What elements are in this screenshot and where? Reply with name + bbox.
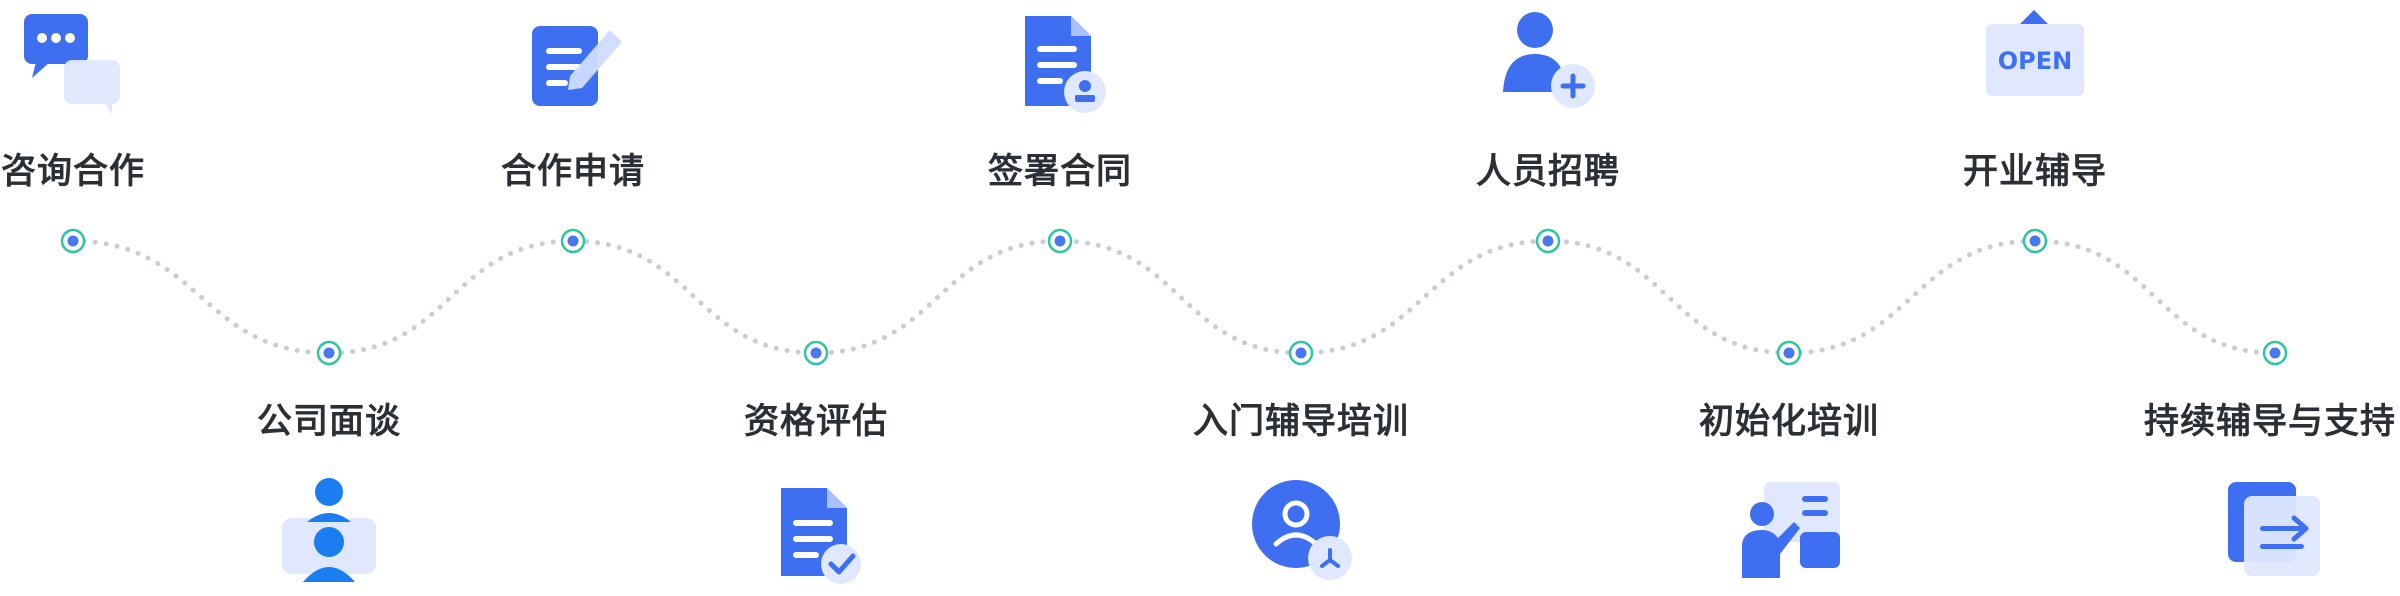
add-user-icon bbox=[1493, 6, 1603, 116]
step-label: 入门辅导培训 bbox=[1192, 402, 1410, 442]
open-sign-icon: OPEN bbox=[1980, 6, 2090, 116]
step-label: 合作申请 bbox=[500, 152, 646, 192]
timeline-node-dot bbox=[1288, 340, 1314, 366]
step-label: 公司面谈 bbox=[256, 402, 402, 442]
timeline-node-dot bbox=[560, 228, 586, 254]
step-label: 人员招聘 bbox=[1475, 152, 1621, 192]
timeline-node-dot bbox=[2262, 340, 2288, 366]
timeline-node-dot bbox=[60, 228, 86, 254]
document-check-icon bbox=[761, 474, 871, 584]
dotted-wave-path bbox=[70, 238, 2278, 356]
support-arrow-icon bbox=[2220, 474, 2330, 584]
chat-bubbles-icon bbox=[18, 6, 128, 116]
step-label: 开业辅导 bbox=[1962, 152, 2108, 192]
step-label: 初始化培训 bbox=[1698, 402, 1880, 442]
timeline-node-dot bbox=[1535, 228, 1561, 254]
interview-people-icon bbox=[274, 474, 384, 584]
timeline-node-dot bbox=[803, 340, 829, 366]
timeline-node-dot bbox=[316, 340, 342, 366]
contract-signature-icon bbox=[1005, 6, 1115, 116]
step-label: 持续辅导与支持 bbox=[2143, 402, 2396, 442]
timeline-node-dot bbox=[1047, 228, 1073, 254]
timeline-node-dot bbox=[2022, 228, 2048, 254]
timeline-node-dot bbox=[1776, 340, 1802, 366]
svg-text:OPEN: OPEN bbox=[1998, 47, 2072, 75]
step-label: 资格评估 bbox=[743, 402, 889, 442]
user-circle-icon bbox=[1246, 474, 1356, 584]
step-label: 签署合同 bbox=[987, 152, 1133, 192]
step-label: 咨询合作 bbox=[0, 152, 146, 192]
edit-document-icon bbox=[518, 6, 628, 116]
presentation-training-icon bbox=[1734, 474, 1844, 584]
